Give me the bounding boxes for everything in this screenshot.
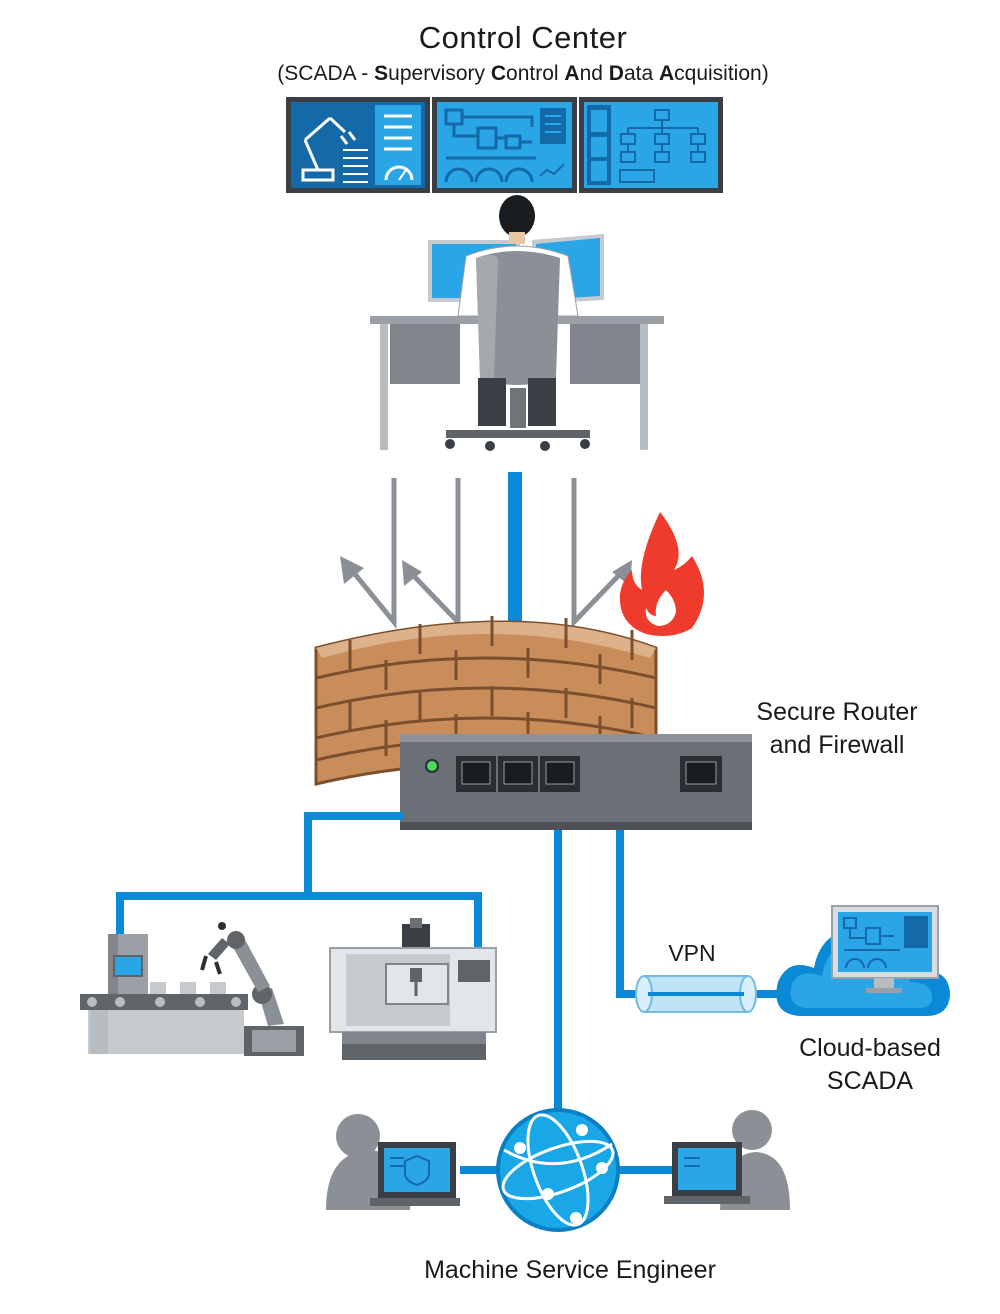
subtitle-word: upervisory	[388, 62, 491, 85]
cloud-label-line1: Cloud-based	[799, 1034, 941, 1062]
ethernet-port	[498, 756, 538, 792]
subtitle-word: nd	[579, 62, 609, 85]
subtitle-word: ontrol	[506, 62, 565, 85]
subtitle-bold-letter: A	[658, 62, 675, 85]
office-chair	[445, 251, 590, 451]
process-monitor-screen	[432, 97, 577, 193]
engineer-laptop	[370, 1142, 460, 1206]
router-label-line2: and Firewall	[769, 731, 905, 759]
globe-icon	[496, 1108, 620, 1232]
engineer-laptop	[664, 1142, 750, 1204]
router-label: Secure Router and Firewall	[712, 696, 962, 762]
operator-workstation	[370, 195, 664, 451]
robot-arm	[200, 922, 304, 1056]
left-engineer	[326, 1114, 460, 1210]
subtitle-open: (SCADA -	[277, 62, 375, 85]
robot-arm-icon	[301, 116, 357, 182]
machine-service-engineer-label: Machine Service Engineer	[424, 1256, 716, 1284]
subtitle-bold-letter: S	[374, 62, 389, 85]
cloud-monitor	[831, 905, 939, 993]
cloud-scada	[776, 905, 950, 1016]
vpn-tunnel	[635, 975, 757, 1013]
vpn-label: VPN	[668, 940, 716, 966]
network-links	[116, 812, 782, 1174]
fire-icon	[619, 512, 704, 636]
wan-port	[680, 756, 722, 792]
subtitle-bold-letter: C	[490, 62, 507, 85]
hierarchy-monitor-screen	[579, 97, 723, 193]
conveyor-machine	[80, 934, 248, 1054]
cnc-machine	[329, 918, 497, 1060]
router-label-line1: Secure Router	[756, 698, 918, 726]
status-led	[425, 759, 439, 773]
secure-router	[400, 734, 752, 830]
ethernet-port	[456, 756, 496, 792]
robot-monitor-screen	[286, 97, 430, 193]
control-center-link	[508, 472, 522, 628]
subtitle-bold-letter: A	[564, 62, 580, 85]
subtitle-bold-letter: D	[608, 62, 624, 85]
subtitle-word: cquisition)	[674, 62, 769, 85]
control-center-title: Control Center	[418, 20, 628, 55]
ethernet-port	[540, 756, 580, 792]
wall-screens	[286, 97, 723, 193]
blocked-traffic-arrows	[340, 478, 632, 630]
right-engineer	[664, 1110, 790, 1210]
cloud-label-line2: SCADA	[826, 1067, 914, 1095]
subtitle-word: ata	[623, 62, 659, 85]
scada-subtitle: (SCADA - Supervisory Control And Data Ac…	[0, 62, 1000, 86]
